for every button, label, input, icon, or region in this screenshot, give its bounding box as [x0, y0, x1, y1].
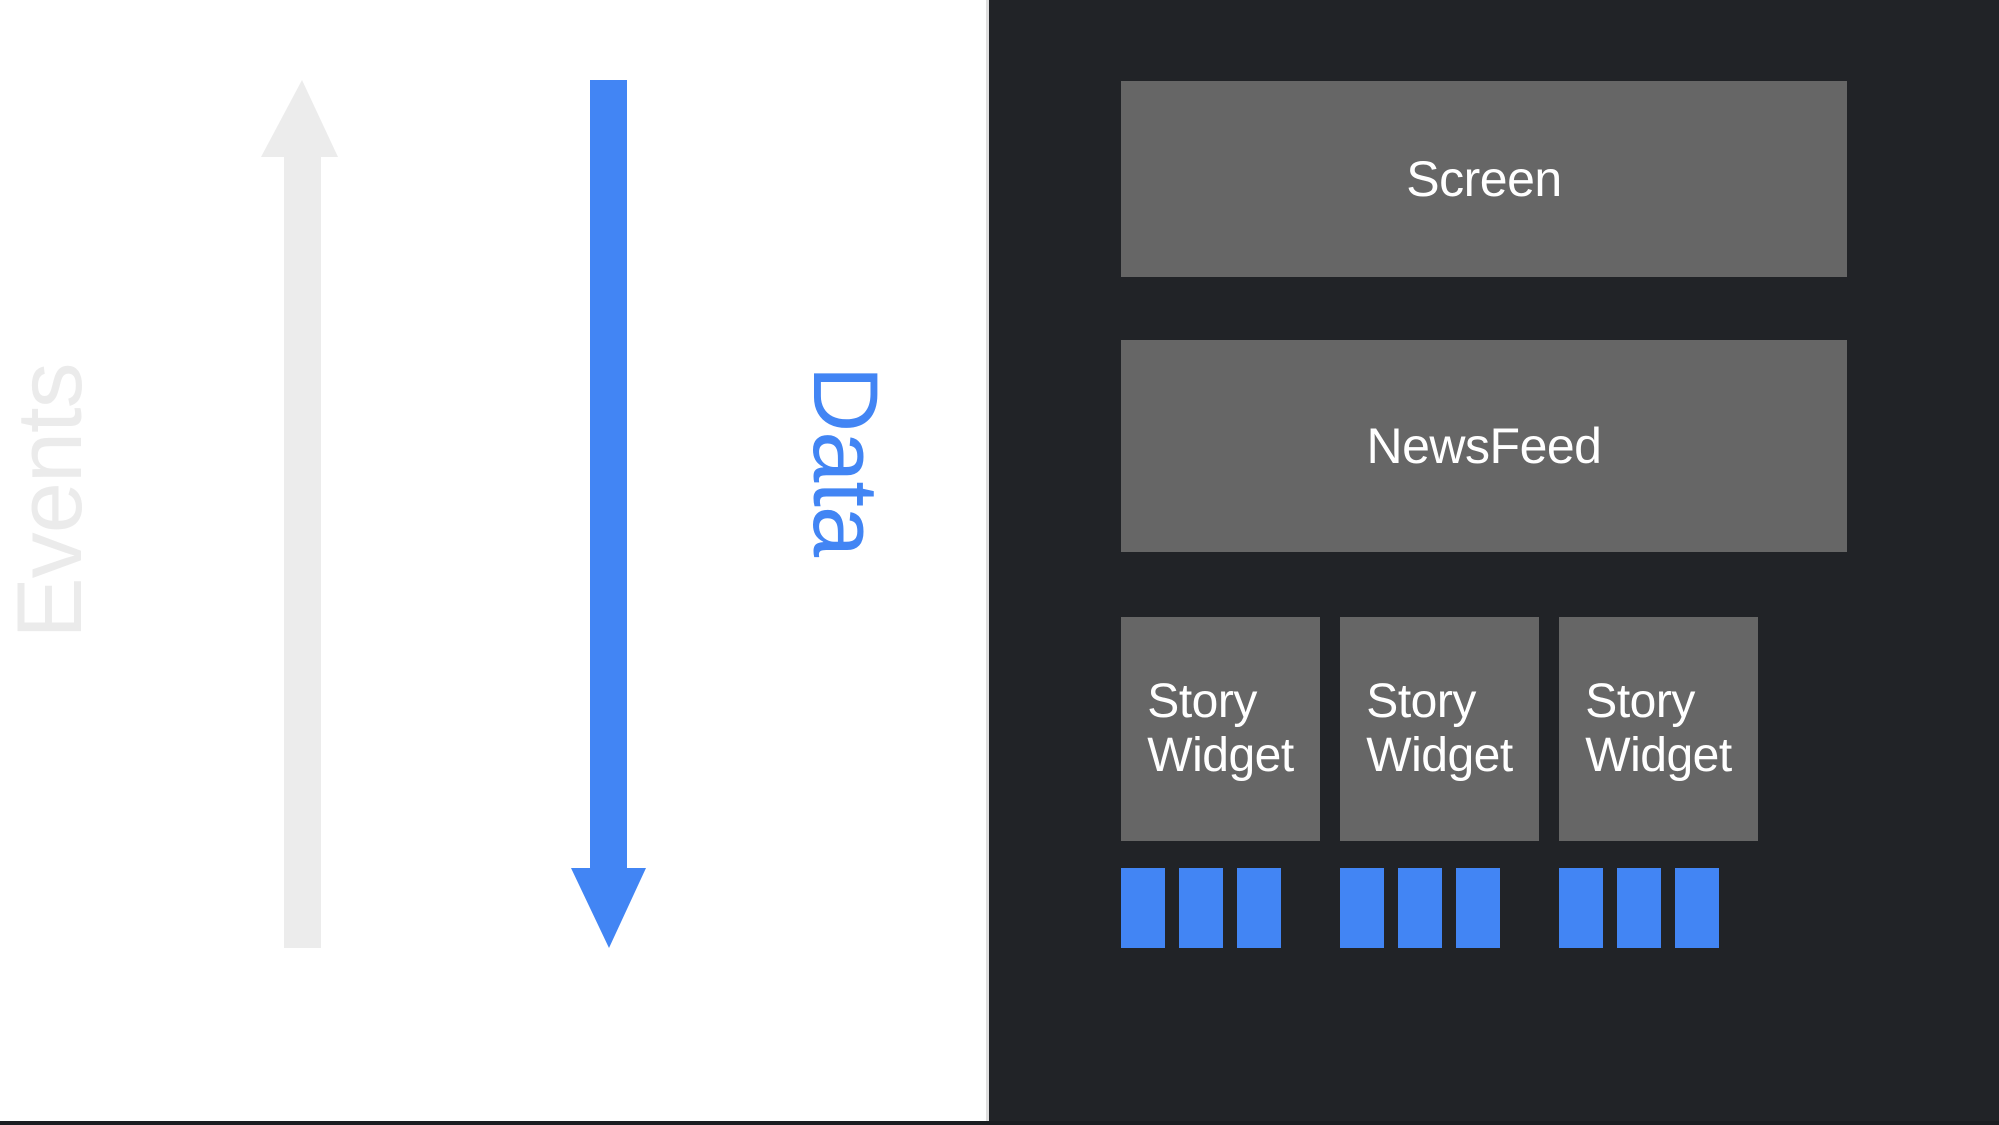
event-bar-3-3[interactable] — [1675, 868, 1719, 948]
event-bar-3-2[interactable] — [1617, 868, 1661, 948]
node-newsfeed[interactable]: NewsFeed — [1121, 340, 1847, 552]
event-bars-row — [1121, 868, 1847, 948]
flow-arrows-svg — [261, 80, 646, 948]
event-bar-2-2[interactable] — [1398, 868, 1442, 948]
event-bar-3-1[interactable] — [1559, 868, 1603, 948]
events-flow-label: Events — [0, 363, 101, 639]
panel-divider — [986, 0, 989, 1121]
events-arrow-up-icon — [261, 80, 338, 948]
left-flow-panel: Events Data — [0, 0, 989, 1121]
event-bar-1-1[interactable] — [1121, 868, 1165, 948]
data-arrow-down-icon — [571, 80, 646, 948]
node-screen[interactable]: Screen — [1121, 81, 1847, 277]
event-bar-1-3[interactable] — [1237, 868, 1281, 948]
node-newsfeed-label: NewsFeed — [1366, 418, 1603, 474]
event-bar-2-3[interactable] — [1456, 868, 1500, 948]
event-bar-2-1[interactable] — [1340, 868, 1384, 948]
node-screen-label: Screen — [1406, 151, 1562, 207]
event-bar-1-2[interactable] — [1179, 868, 1223, 948]
data-flow-label: Data — [794, 365, 896, 557]
